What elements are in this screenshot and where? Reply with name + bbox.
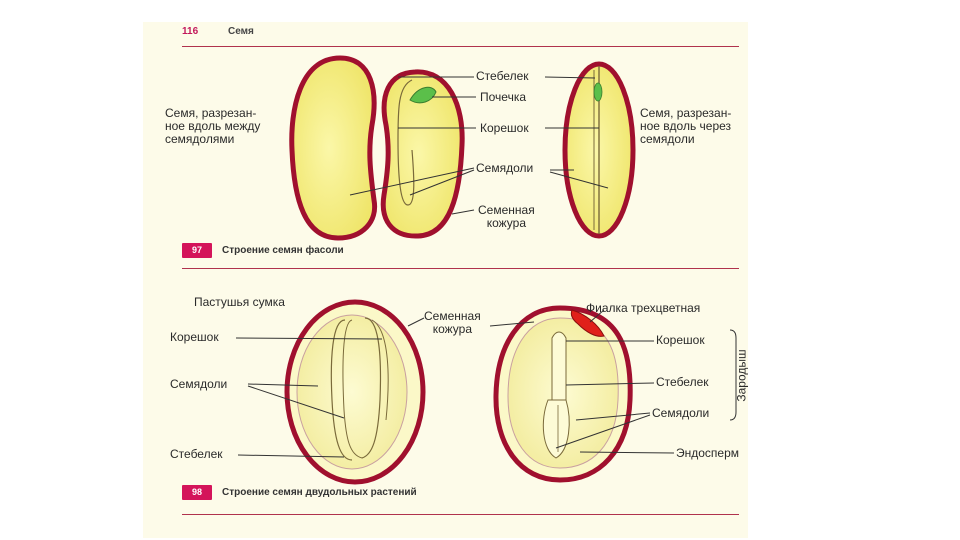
bud-icon: [409, 86, 437, 104]
violet-title: Фиалка трехцветная: [586, 301, 701, 315]
label-stem: Стебелек: [476, 69, 529, 83]
label-bud: Почечка: [480, 90, 527, 104]
figure-98-rule: [182, 514, 739, 515]
figure-98-caption: Строение семян двудольных растений: [222, 487, 417, 498]
right-label-endosperm: Эндосперм: [676, 446, 740, 460]
page-number: 116: [182, 26, 199, 37]
label-seed-coat: Семенная кожура: [478, 203, 535, 230]
right-seed-description: Семя, разрезан- ное вдоль через семядоли: [640, 106, 732, 146]
label-root: Корешок: [480, 121, 529, 135]
shepherds-purse-title: Пастушья сумка: [194, 295, 285, 309]
bean-seed-cross-section: [562, 61, 636, 239]
figure-97-badge: 97: [182, 243, 212, 258]
embryo-label: Зародыш: [734, 349, 749, 402]
left-label-stem: Стебелек: [170, 447, 223, 461]
bean-seed-right-half: [380, 69, 465, 239]
label-seed-coat-98: Семенная кожура: [424, 309, 481, 336]
left-label-cotyledons: Семядоли: [170, 377, 228, 391]
figure-97-rule: [182, 268, 739, 269]
figure-97-caption: Строение семян фасоли: [222, 245, 344, 256]
right-label-stem: Стебелек: [656, 375, 709, 389]
label-cotyledons: Семядоли: [476, 161, 534, 175]
right-label-root: Корешок: [656, 333, 705, 347]
fig98-pointer-lines: [235, 309, 737, 458]
left-label-root: Корешок: [170, 330, 219, 344]
figure-98-badge: 98: [182, 485, 212, 500]
bean-seed-left-half: [289, 55, 378, 241]
shepherds-purse-seed: [284, 299, 426, 485]
violet-seed: [493, 305, 633, 483]
section-title: Семя: [228, 26, 254, 37]
bud-icon-cross: [593, 82, 603, 102]
fig97-pointer-lines: [349, 76, 609, 215]
caruncle-red: [570, 309, 605, 337]
right-label-cotyledons: Семядоли: [652, 406, 710, 420]
left-seed-description: Семя, разрезан- ное вдоль между семядоля…: [165, 106, 261, 146]
header-rule: [182, 46, 739, 47]
